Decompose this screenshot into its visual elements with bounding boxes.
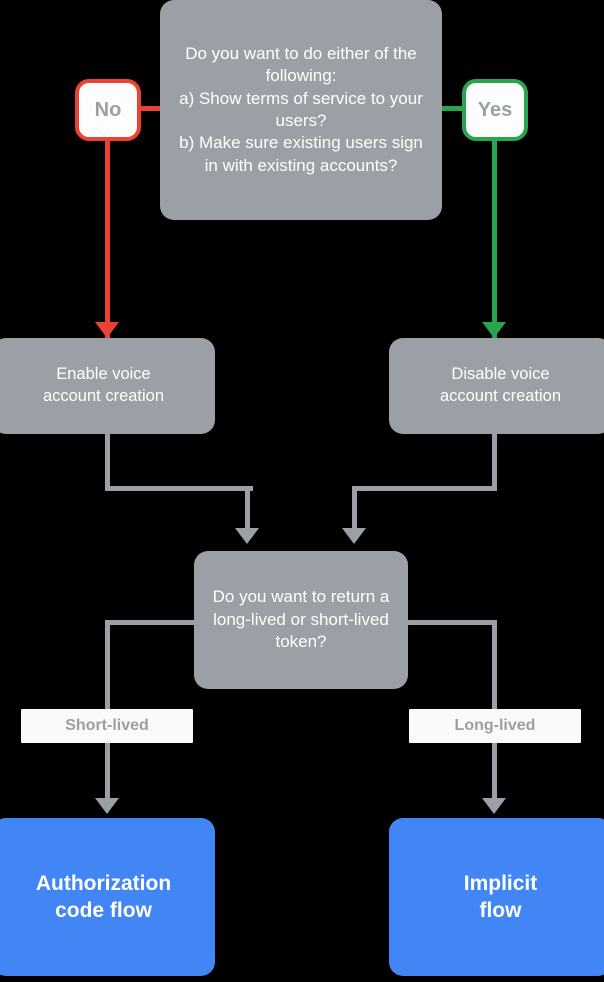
- edge-short-arrowhead: [95, 798, 119, 814]
- authorization-code-flow-box[interactable]: Authorization code flow: [0, 818, 215, 976]
- edge-disable-drop: [352, 486, 357, 534]
- disable-voice-text: Disable voice account creation: [439, 365, 562, 405]
- edge-disable-down-stub: [492, 433, 497, 491]
- edge-short-horizontal: [105, 620, 200, 625]
- edge-label-short-lived: Short-lived: [21, 709, 193, 743]
- edge-no-down-line: [105, 140, 110, 338]
- edge-yes-down-line: [492, 140, 497, 338]
- edge-disable-arrowhead: [342, 528, 366, 544]
- edge-label-long-lived: Long-lived: [409, 709, 581, 743]
- edge-long-horizontal: [402, 620, 497, 625]
- authorization-code-flow-text: Authorization code flow: [35, 871, 172, 922]
- enable-voice-text: Enable voice account creation: [42, 365, 165, 405]
- disable-voice-box[interactable]: Disable voice account creation: [389, 338, 604, 434]
- edge-disable-horizontal: [352, 486, 497, 491]
- edge-yes-arrowhead: [482, 322, 506, 338]
- enable-voice-box[interactable]: Enable voice account creation: [0, 338, 215, 434]
- edge-enable-down-stub: [105, 433, 110, 491]
- question-one-box[interactable]: Do you want to do either of the followin…: [160, 0, 442, 220]
- answer-no-pill[interactable]: No: [75, 79, 141, 141]
- implicit-flow-text: Implicit flow: [463, 871, 538, 922]
- answer-no-label: No: [94, 98, 122, 121]
- edge-label-short-lived-text: Short-lived: [65, 717, 149, 735]
- edge-yes-to-question: [440, 106, 464, 111]
- edge-enable-horizontal: [105, 486, 253, 491]
- question-two-text: Do you want to return a long-lived or sh…: [212, 587, 390, 652]
- answer-yes-pill[interactable]: Yes: [462, 79, 528, 141]
- answer-yes-label: Yes: [477, 98, 513, 121]
- edge-long-arrowhead: [482, 798, 506, 814]
- edge-no-to-question: [140, 106, 164, 111]
- edge-no-arrowhead: [95, 322, 119, 338]
- implicit-flow-box[interactable]: Implicit flow: [389, 818, 604, 976]
- edge-enable-drop: [245, 486, 250, 534]
- edge-enable-arrowhead: [235, 528, 259, 544]
- question-two-box[interactable]: Do you want to return a long-lived or sh…: [194, 551, 408, 689]
- question-one-text: Do you want to do either of the followin…: [179, 43, 423, 175]
- edge-label-long-lived-text: Long-lived: [454, 717, 536, 735]
